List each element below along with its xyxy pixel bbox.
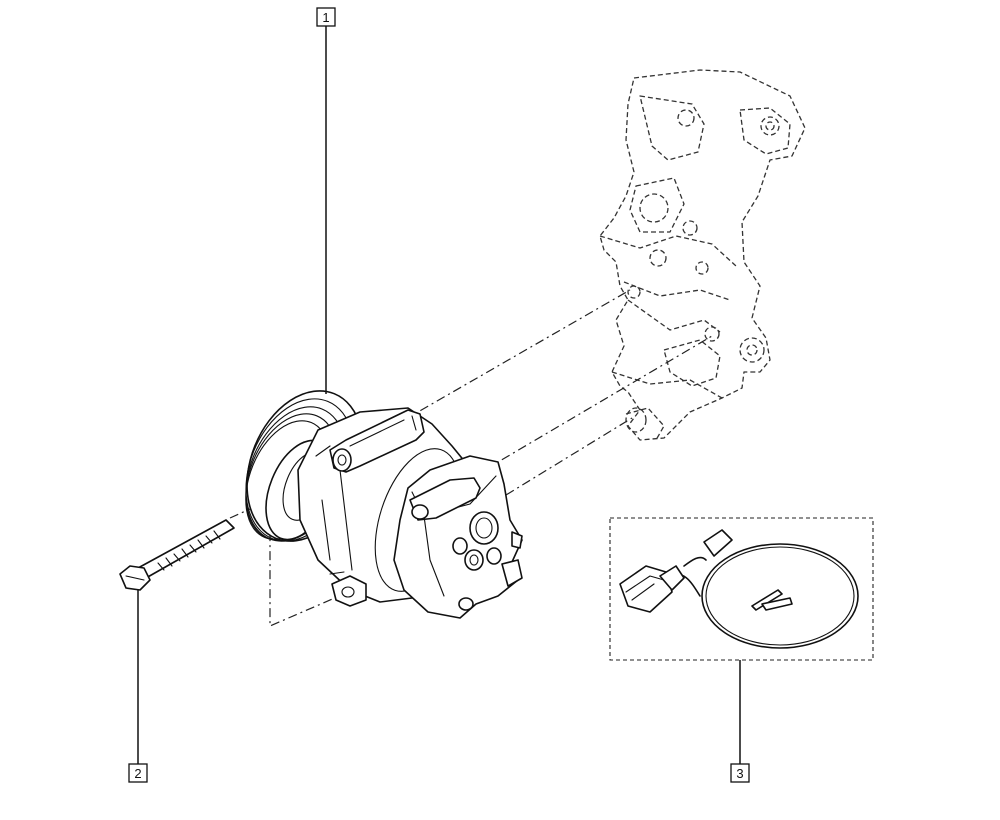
callout-1: 1	[316, 7, 336, 27]
callout-2-label: 2	[134, 766, 141, 781]
callout-3: 3	[730, 763, 750, 783]
ac-compressor-part-1	[245, 390, 523, 619]
bolt-part-2	[119, 519, 235, 591]
callout-2: 2	[128, 763, 148, 783]
callout-1-label: 1	[322, 10, 329, 25]
engine-bracket-ghost	[599, 69, 806, 441]
wiring-harness-kit-part-3	[609, 517, 874, 661]
callout-3-label: 3	[736, 766, 743, 781]
leader-lines	[137, 26, 741, 764]
